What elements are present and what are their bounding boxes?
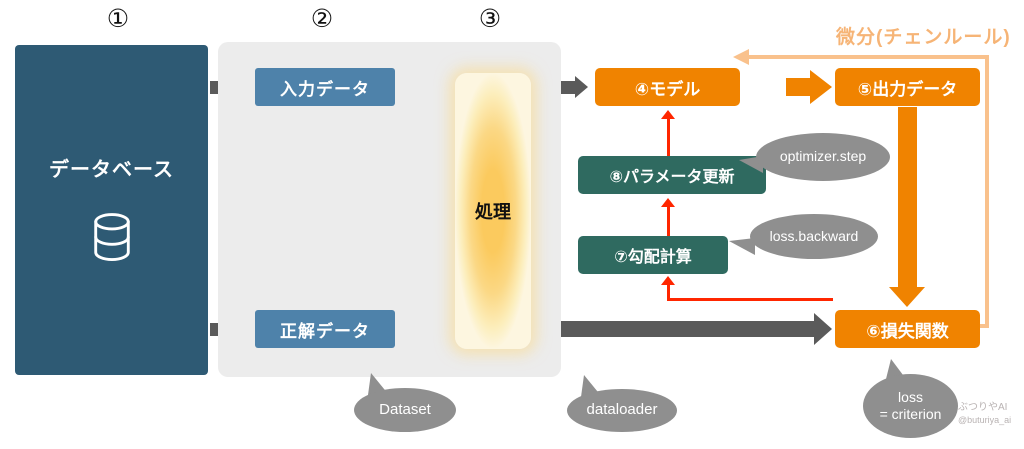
loss-function-box: ⑥損失関数	[835, 310, 980, 348]
arrow-process-to-loss-shaft	[542, 321, 814, 337]
arrow-process-to-model-head	[575, 76, 591, 98]
database-label: データベース	[49, 158, 174, 181]
step-number-3: ③	[478, 5, 502, 33]
arrow-grad-to-update-head	[661, 195, 675, 207]
arrow-loss-to-grad-vertical	[667, 281, 670, 301]
input-data-label: 入力データ	[280, 79, 370, 99]
processing-label: 処理	[475, 202, 511, 222]
gradient-calc-box: ⑦勾配計算	[578, 236, 728, 274]
arrow-loss-to-grad-horizontal	[668, 298, 833, 301]
loss-function-label: ⑥損失関数	[866, 321, 949, 341]
output-data-box: ⑤出力データ	[835, 68, 980, 106]
chain-rule-arrowhead	[730, 49, 749, 65]
loss-criterion-line1: loss	[898, 388, 923, 405]
loss-backward-bubble: loss.backward	[750, 214, 878, 259]
arrow-output-to-loss-shaft	[898, 107, 917, 287]
arrow-update-to-model-head	[661, 107, 675, 119]
watermark: ぶつりやAI @buturiya_ai	[958, 402, 1011, 426]
database-box: データベース	[15, 45, 208, 375]
arrow-grad-to-update-shaft	[667, 203, 670, 236]
target-data-label: 正解データ	[280, 321, 370, 341]
step-number-2: ②	[310, 5, 334, 33]
input-data-box: 入力データ	[255, 68, 395, 106]
output-data-label: ⑤出力データ	[857, 79, 958, 99]
arrow-model-to-output-head	[810, 70, 835, 104]
arrow-output-to-loss-head	[889, 287, 925, 310]
arrow-process-to-loss-head	[814, 313, 835, 345]
chain-rule-arrow-connector	[978, 324, 989, 328]
watermark-handle: @buturiya_ai	[958, 414, 1012, 425]
database-icon	[93, 212, 130, 261]
loss-criterion-line2: = criterion	[879, 406, 942, 422]
loss-backward-label: loss.backward	[769, 227, 859, 244]
arrow-update-to-model-shaft	[667, 115, 670, 156]
step-number-1: ①	[106, 5, 130, 33]
optimizer-step-bubble: optimizer.step	[756, 133, 890, 181]
gradient-calc-label: ⑦勾配計算	[614, 249, 692, 266]
watermark-name: ぶつりやAI	[958, 402, 1008, 413]
arrow-loss-to-grad-head	[661, 273, 675, 285]
parameter-update-box: ⑧パラメータ更新	[578, 156, 766, 194]
chain-rule-arrow-horizontal	[745, 55, 988, 59]
processing-box: 処理	[455, 73, 531, 349]
model-box: ④モデル	[595, 68, 740, 106]
backward-bubble-tail	[726, 238, 755, 255]
optimizer-step-label: optimizer.step	[779, 148, 867, 165]
arrow-model-to-output-shaft	[786, 78, 810, 96]
parameter-update-label: ⑧パラメータ更新	[609, 169, 735, 186]
chain-rule-arrow-vertical	[985, 55, 989, 327]
chain-rule-annotation: 微分(チェンルール)	[836, 27, 1011, 48]
target-data-box: 正解データ	[255, 310, 395, 348]
dataloader-bubble: dataloader	[567, 389, 677, 432]
dataloader-label: dataloader	[586, 401, 658, 419]
dataset-label: Dataset	[379, 400, 431, 418]
loss-criterion-bubble: loss = criterion	[863, 374, 958, 438]
model-label: ④モデル	[634, 79, 701, 99]
dataset-bubble: Dataset	[354, 388, 456, 432]
